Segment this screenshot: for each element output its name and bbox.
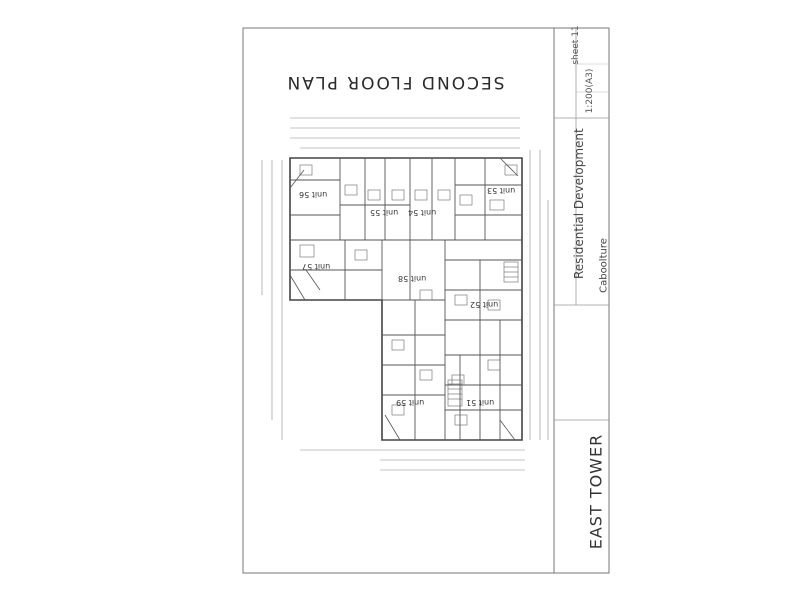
right-dimensions — [529, 150, 549, 440]
project-name: Residential Development — [572, 128, 586, 279]
unit-label: unit 52 — [470, 300, 499, 309]
building-outline — [289, 157, 523, 441]
unit-label: unit 57 — [302, 262, 331, 271]
sheet-number: sheet 11 — [571, 25, 581, 65]
fixtures — [299, 164, 518, 426]
unit-label: unit 58 — [398, 274, 427, 283]
unit-label: unit 55 — [370, 208, 399, 217]
unit-label: unit 59 — [396, 398, 425, 407]
top-dimensions — [290, 117, 520, 149]
drawing-title: SECOND FLOOR PLAN — [285, 72, 505, 92]
unit-label: unit 56 — [299, 190, 328, 199]
unit-label: unit 53 — [487, 186, 516, 195]
project-location: Caboolture — [598, 238, 610, 293]
sheet-border — [242, 27, 610, 574]
balcony-corners — [289, 157, 519, 441]
tower-name: EAST TOWER — [586, 433, 606, 550]
bottom-dimensions — [300, 449, 525, 471]
unit-label: unit 54 — [408, 208, 437, 217]
unit-label: unit 51 — [466, 398, 495, 407]
drawing-scale: 1:200(A3) — [585, 68, 595, 114]
stair-core — [447, 261, 519, 407]
left-dimensions — [261, 160, 283, 440]
